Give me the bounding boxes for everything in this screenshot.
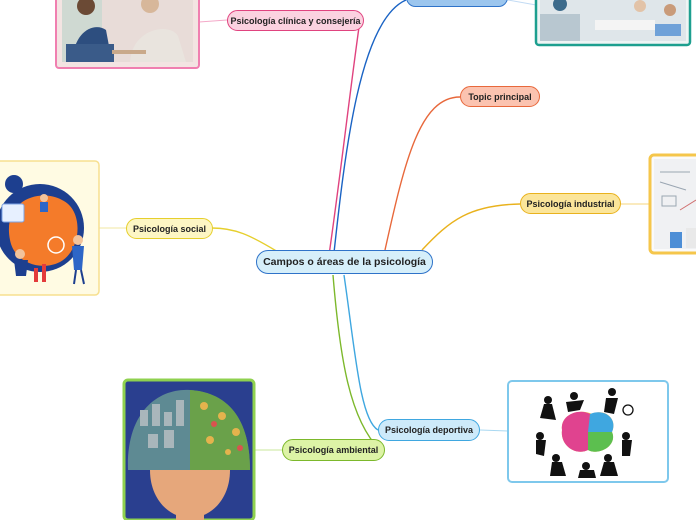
topic-node-clinica[interactable]: Psicología clínica y consejería xyxy=(227,10,364,31)
branch-ambiental xyxy=(332,274,381,451)
topic-label-industrial: Psicología industrial xyxy=(526,198,615,209)
topic-node-social[interactable]: Psicología social xyxy=(126,218,213,239)
branch-industrial xyxy=(421,203,521,251)
topic-node-industrial[interactable]: Psicología industrial xyxy=(520,193,621,214)
branch-social xyxy=(211,227,279,253)
whiteboard-meeting-photo-icon xyxy=(648,153,696,255)
central-topic-node[interactable]: Campos o áreas de la psicología xyxy=(256,250,433,274)
central-topic-label: Campos o áreas de la psicología xyxy=(263,256,426,268)
connector-top-image xyxy=(507,0,537,6)
topic-label-principal: Topic principal xyxy=(468,91,532,102)
branch-principal xyxy=(384,96,461,251)
topic-node-deportiva[interactable]: Psicología deportiva xyxy=(378,419,480,441)
connector-clinica-image xyxy=(198,19,228,23)
topic-label-clinica: Psicología clínica y consejería xyxy=(230,15,361,26)
topic-label-social: Psicología social xyxy=(132,223,207,234)
classroom-photo-icon xyxy=(534,0,692,47)
brain-city-nature-illustration-icon xyxy=(122,378,256,520)
topic-node-principal[interactable]: Topic principal xyxy=(460,86,540,107)
topic-label-deportiva: Psicología deportiva xyxy=(384,425,474,435)
brain-team-illustration-icon xyxy=(0,160,100,296)
topic-node-ambiental[interactable]: Psicología ambiental xyxy=(282,439,385,461)
branch-top xyxy=(332,0,407,263)
therapy-session-photo-icon xyxy=(55,0,200,69)
sports-brain-illustration-icon xyxy=(507,380,669,483)
topic-label-ambiental: Psicología ambiental xyxy=(288,445,379,455)
connector-deportiva-image xyxy=(479,429,509,432)
branch-deportiva xyxy=(343,274,379,431)
branch-clinica xyxy=(327,19,361,263)
topic-node-top-blue[interactable] xyxy=(406,0,508,7)
